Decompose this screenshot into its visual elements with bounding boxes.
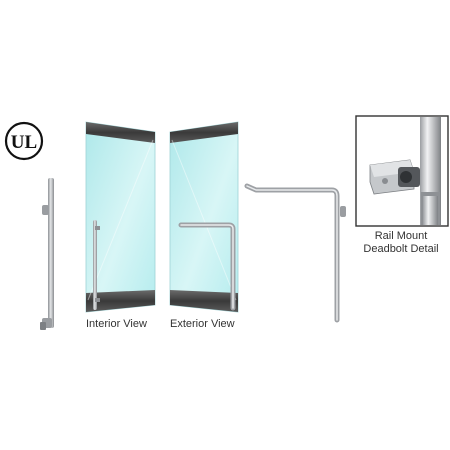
exterior-view-caption: Exterior View [170,318,235,330]
ul-mark-text: UL [11,132,37,153]
l-pull-handle-exterior [178,222,236,311]
ul-listed-icon: UL [4,121,44,161]
detail-caption-line2: Deadbolt Detail [363,243,439,255]
pull-handle-interior [93,220,100,310]
l-pull-handle-side-profile [244,183,346,323]
door-interior-view [85,121,156,313]
deadbolt-detail-box [355,115,449,227]
door-exterior-view [169,121,239,313]
pull-handle-side-profile [40,178,54,330]
interior-view-caption: Interior View [86,318,147,330]
deadbolt-detail-caption: Rail Mount Deadbolt Detail [355,230,447,256]
detail-caption-line1: Rail Mount [374,230,428,242]
